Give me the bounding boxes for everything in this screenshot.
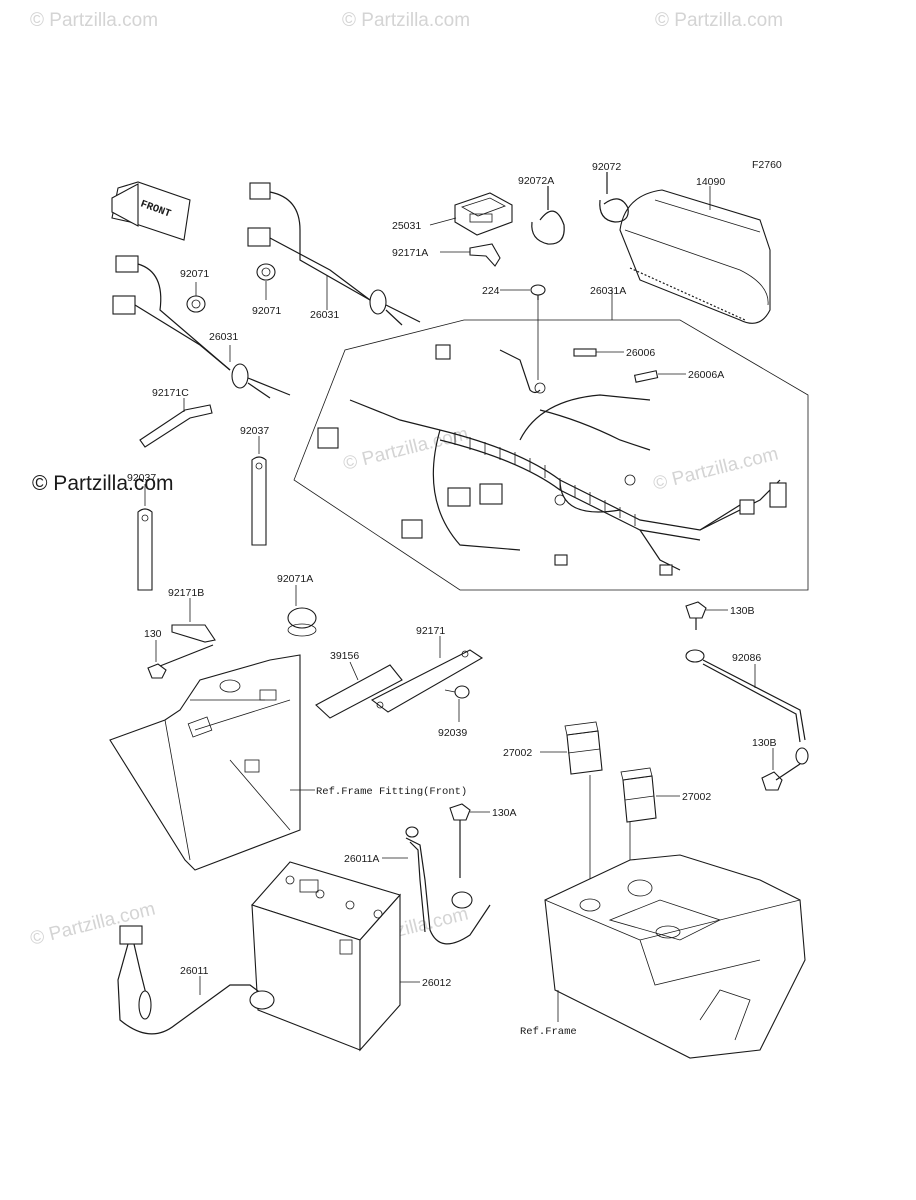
relay-box-25031 [454,192,513,236]
bracket-92171A [469,243,501,267]
callout-92071A: 92071A [277,573,313,585]
sub-harness-26031-upper [247,182,421,326]
bolt-130A [449,803,471,878]
callout-92171A: 92171A [392,247,428,259]
pad-39156 [315,664,403,719]
strap-92037-a [137,508,153,591]
callout-92039: 92039 [438,727,467,739]
watermark-faint: © Partzilla.com [655,10,783,31]
callout-26011A: 26011A [344,853,379,865]
callout-92072: 92072 [592,161,621,173]
callout-130B-upper: 130B [730,605,755,617]
callout-26012: 26012 [422,977,451,989]
callout-92171C: 92171C [152,387,189,399]
callout-14090: 14090 [696,176,725,188]
callout-26011: 26011 [180,965,209,977]
ref-frame-fitting-front: Ref.Frame Fitting(Front) [316,786,467,798]
ground-cable-92086 [685,649,809,765]
grommet-92071-a [186,295,206,313]
callout-92171B: 92171B [168,587,204,599]
ref-frame: Ref.Frame [520,1026,577,1038]
watermark-faint: © Partzilla.com [341,424,470,475]
front-arrow-icon: FRONT [111,181,191,241]
strap-92072A [531,186,565,245]
fuse-26006A [633,370,659,383]
callout-27002-b: 27002 [682,791,711,803]
callout-130A: 130A [492,807,517,819]
callout-130B-lower: 130B [752,737,777,749]
strap-92037-b [251,456,267,546]
bracket-92171C [139,404,213,448]
frame-front-left [109,654,301,871]
relay-27002-a [564,721,603,775]
bolt-130 [147,644,214,679]
callout-92071-b: 92071 [252,305,281,317]
callout-26031-upper: 26031 [310,309,339,321]
callout-26031-lower: 26031 [209,331,238,343]
callout-26006: 26006 [626,347,655,359]
callout-130: 130 [144,628,162,640]
fuse-26006 [573,348,597,357]
watermark-faint: © Partzilla.com [342,10,470,31]
main-harness-26031A [317,344,787,576]
bolt-130B-upper [685,601,707,630]
callout-92071-a: 92071 [180,268,209,280]
grommet-92071-b [256,263,276,281]
callout-92086: 92086 [732,652,761,664]
bracket-92171B [171,624,216,643]
callout-26031A: 26031A [590,285,626,297]
frame-rear [544,854,806,1059]
bracket-92171 [370,649,484,713]
callout-26006A: 26006A [688,369,724,381]
watermark-faint: © Partzilla.com [651,444,780,495]
watermark-faint: © Partzilla.com [30,10,158,31]
callout-92072A: 92072A [518,175,554,187]
figure-code: F2760 [752,159,782,171]
callout-92037-b: 92037 [240,425,269,437]
callout-224: 224 [482,285,500,297]
callout-25031: 25031 [392,220,421,232]
relay-27002-b [620,767,657,823]
main-harness-outline [293,319,809,591]
watermark-main: © Partzilla.com [32,472,174,495]
callout-27002-a: 27002 [503,747,532,759]
cable-26011 [117,925,275,1035]
bolt-130B-lower [761,763,801,791]
cover-14090 [619,189,771,324]
callout-92171: 92171 [416,625,445,637]
strap-92072 [599,172,629,223]
cable-26011A [405,826,491,945]
grommet-92071A [287,607,317,637]
battery-26012 [251,861,401,1052]
screw-224 [530,284,546,300]
collar-92039 [444,685,470,699]
callout-92037-a: 92037 [127,472,156,484]
callout-39156: 39156 [330,650,359,662]
sub-harness-26031-lower [112,255,291,399]
